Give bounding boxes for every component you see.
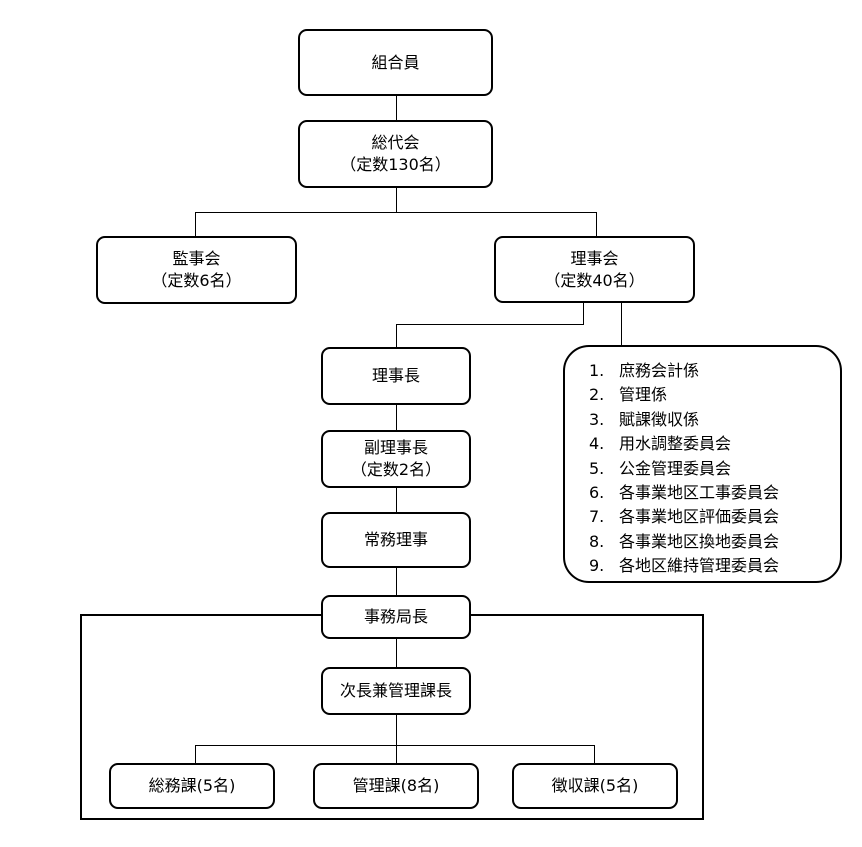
division-label: 総務課(5名) bbox=[148, 776, 236, 795]
chairman-box: 理事長 bbox=[321, 347, 471, 405]
division-general-affairs: 総務課(5名) bbox=[109, 763, 275, 809]
committee-item: 1. 庶務会計係 bbox=[589, 359, 840, 383]
vice-chairman-title: 副理事長 bbox=[363, 438, 428, 457]
committee-item: 5. 公金管理委員会 bbox=[589, 457, 840, 481]
connector-board-chairman bbox=[396, 303, 584, 347]
general-assembly-title: 総代会 bbox=[371, 133, 420, 152]
committee-number: 9. bbox=[589, 556, 605, 576]
connector-assembly-branch bbox=[195, 212, 597, 236]
committee-number: 8. bbox=[589, 531, 605, 551]
committee-label: 管理係 bbox=[619, 385, 668, 405]
auditors-quota: （定数6名） bbox=[151, 271, 242, 290]
committee-item: 8. 各事業地区換地委員会 bbox=[589, 530, 840, 554]
committee-item: 4. 用水調整委員会 bbox=[589, 432, 840, 456]
members-box: 組合員 bbox=[298, 29, 493, 96]
members-label: 組合員 bbox=[371, 52, 420, 72]
vice-chairman-box: 副理事長 （定数2名） bbox=[321, 430, 471, 488]
board-quota: （定数40名） bbox=[544, 270, 645, 290]
division-collection: 徴収課(5名) bbox=[512, 763, 678, 809]
connector-divisions-branch bbox=[195, 745, 595, 763]
committees-list: 1. 庶務会計係 2. 管理係 3. 賦課徴収係 4. 用水調整委員会 5. 公金管理委員… bbox=[589, 359, 840, 579]
committee-number: 5. bbox=[589, 458, 605, 478]
managing-director-label: 常務理事 bbox=[363, 530, 428, 549]
general-assembly-box: 総代会 （定数130名） bbox=[298, 120, 493, 188]
auditors-box: 監事会 （定数6名） bbox=[96, 236, 297, 304]
board-title: 理事会 bbox=[570, 248, 619, 268]
committee-item: 3. 賦課徴収係 bbox=[589, 408, 840, 432]
committee-label: 用水調整委員会 bbox=[619, 434, 732, 454]
committee-label: 各地区維持管理委員会 bbox=[619, 556, 780, 576]
division-label: 管理課(8名) bbox=[352, 776, 440, 795]
managing-director-box: 常務理事 bbox=[321, 512, 471, 568]
committee-label: 各事業地区評価委員会 bbox=[619, 507, 780, 527]
committee-item: 9. 各地区維持管理委員会 bbox=[589, 554, 840, 578]
committee-label: 庶務会計係 bbox=[619, 361, 700, 380]
committee-number: 7. bbox=[589, 507, 605, 527]
committee-item: 2. 管理係 bbox=[589, 383, 840, 407]
chairman-label: 理事長 bbox=[371, 366, 420, 385]
deputy-director-box: 次長兼管理課長 bbox=[321, 667, 471, 715]
committee-label: 各事業地区換地委員会 bbox=[619, 531, 780, 551]
general-assembly-quota: （定数130名） bbox=[340, 155, 451, 174]
division-management: 管理課(8名) bbox=[313, 763, 479, 809]
deputy-director-label: 次長兼管理課長 bbox=[339, 681, 452, 700]
committee-number: 4. bbox=[589, 434, 605, 454]
committee-item: 6. 各事業地区工事委員会 bbox=[589, 481, 840, 505]
committee-label: 賦課徴収係 bbox=[619, 409, 700, 429]
secretary-general-label: 事務局長 bbox=[363, 607, 428, 626]
committee-label: 公金管理委員会 bbox=[619, 458, 732, 478]
committee-number: 6. bbox=[589, 482, 605, 502]
committees-box: 1. 庶務会計係 2. 管理係 3. 賦課徴収係 4. 用水調整委員会 5. 公金管理委員… bbox=[563, 345, 842, 583]
committee-number: 2. bbox=[589, 385, 605, 405]
auditors-title: 監事会 bbox=[172, 249, 221, 268]
committee-number: 1. bbox=[589, 361, 605, 380]
committee-number: 3. bbox=[589, 409, 605, 429]
vice-chairman-quota: （定数2名） bbox=[350, 460, 442, 479]
board-box: 理事会 （定数40名） bbox=[494, 236, 695, 303]
division-label: 徴収課(5名) bbox=[551, 776, 639, 795]
secretary-general-box: 事務局長 bbox=[321, 595, 471, 639]
committee-item: 7. 各事業地区評価委員会 bbox=[589, 505, 840, 529]
committee-label: 各事業地区工事委員会 bbox=[619, 482, 780, 502]
